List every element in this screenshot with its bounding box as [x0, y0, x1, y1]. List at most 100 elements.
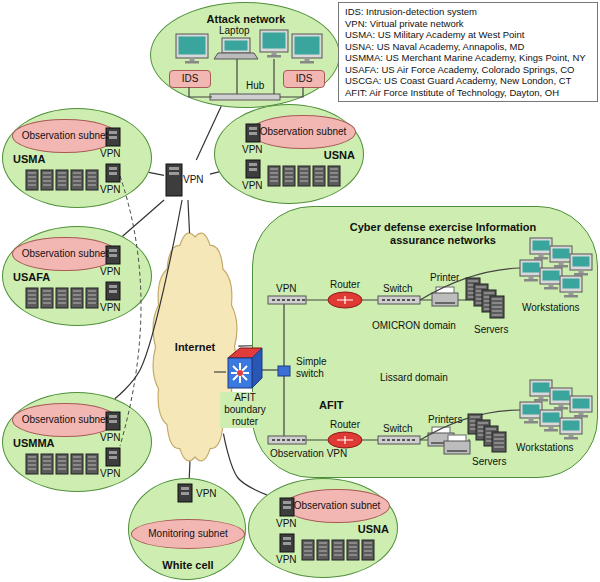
server-rack — [268, 166, 280, 186]
node-label: USNA — [305, 149, 355, 162]
port — [397, 439, 400, 441]
server-rack — [302, 540, 314, 560]
network-link — [188, 200, 190, 233]
rack-slot — [88, 177, 96, 178]
vpn-server — [246, 124, 260, 142]
server-rack — [41, 170, 53, 190]
monitor-frame — [530, 380, 552, 396]
port — [297, 439, 300, 441]
rack-slot — [73, 291, 81, 292]
rack-slot — [43, 291, 51, 292]
server-rack — [86, 170, 98, 190]
monitor-frame — [560, 276, 582, 292]
port — [402, 439, 405, 441]
node-label: Observation subnet — [22, 248, 109, 260]
monitor-screen — [533, 383, 550, 393]
part-label: VPN — [100, 468, 121, 480]
network-link — [210, 172, 219, 174]
server-rack — [56, 454, 68, 474]
rack-slot — [334, 547, 342, 548]
monitor-stand — [539, 254, 544, 257]
server-rack — [71, 170, 83, 190]
rack-slot — [88, 299, 96, 300]
rack-slot — [88, 291, 96, 292]
part-label: VPN — [100, 266, 121, 278]
rack-slot — [43, 303, 51, 304]
part-label: OMICRON domain — [372, 320, 456, 332]
rack-slot — [58, 303, 66, 304]
monitor-frame — [530, 238, 552, 254]
monitor-stand — [190, 58, 195, 61]
monitor-stand — [579, 270, 584, 273]
server-rack — [283, 166, 295, 186]
server-rack — [490, 296, 504, 318]
server-rack — [56, 288, 68, 308]
monitor-frame — [540, 410, 562, 426]
monitor-screen — [295, 37, 320, 55]
rack-slot — [73, 303, 81, 304]
rack-slot — [28, 177, 36, 178]
part-label: Router — [330, 279, 360, 291]
rack-slot — [43, 295, 51, 296]
monitor-frame — [570, 254, 592, 270]
part-label: VPN — [242, 144, 263, 156]
rack-slot — [28, 465, 36, 466]
rack-slot — [28, 185, 36, 186]
monitor-screen — [179, 37, 206, 55]
rack-slot — [334, 543, 342, 544]
rack-slot — [492, 303, 502, 304]
node-label: USMMA: US Merchant Marine Academy, Kings… — [345, 52, 591, 64]
rack-slot — [315, 177, 323, 178]
part-label: Workstations — [522, 302, 580, 314]
server-rack — [71, 288, 83, 308]
rack-slot — [492, 299, 502, 300]
rack-slot — [88, 465, 96, 466]
monitor-screen — [573, 399, 590, 409]
rack-slot — [330, 169, 338, 170]
server-rack — [332, 540, 344, 560]
rack-slot — [88, 173, 96, 174]
node-label: Cyber defense exercise Information assur… — [328, 221, 558, 247]
rack-slot — [492, 315, 502, 316]
hub — [210, 94, 280, 100]
network-link — [149, 172, 164, 175]
network-device — [268, 436, 306, 444]
node-label: USAFA — [13, 271, 63, 284]
hub-wire — [189, 59, 303, 97]
rack-slot — [88, 461, 96, 462]
monitor-base — [185, 61, 199, 64]
vpn-server — [280, 498, 294, 516]
monitor-frame — [176, 34, 208, 58]
rack-slot — [285, 173, 293, 174]
rack-slot — [330, 177, 338, 178]
monitor-screen — [563, 279, 580, 289]
part-label: Simple switch — [296, 356, 342, 380]
server-bay — [249, 163, 257, 166]
rack-slot — [43, 469, 51, 470]
rack-slot — [28, 295, 36, 296]
server-bay — [249, 132, 257, 135]
rack-slot — [43, 185, 51, 186]
rack-slot — [494, 443, 504, 444]
port — [407, 439, 410, 441]
rack-slot — [492, 311, 502, 312]
part-label: VPN — [242, 180, 263, 192]
part-label: Servers — [474, 324, 508, 336]
rack-slot — [58, 469, 66, 470]
router-cube-star — [237, 370, 243, 376]
part-label: VPN — [196, 488, 217, 500]
monitor-base — [564, 437, 578, 440]
node-label: VPN — [183, 174, 204, 186]
monitor-screen — [573, 257, 590, 267]
part-label: AFIT boundary router — [220, 392, 270, 428]
monitor-stand — [569, 434, 574, 437]
network-device — [378, 436, 420, 444]
rack-slot — [270, 177, 278, 178]
server-bay — [283, 506, 291, 509]
monitor-stand — [559, 404, 564, 407]
part-label: Observation VPN — [270, 448, 347, 460]
rack-slot — [319, 543, 327, 544]
rack-slot — [330, 173, 338, 174]
port — [277, 439, 280, 441]
port — [272, 439, 275, 441]
